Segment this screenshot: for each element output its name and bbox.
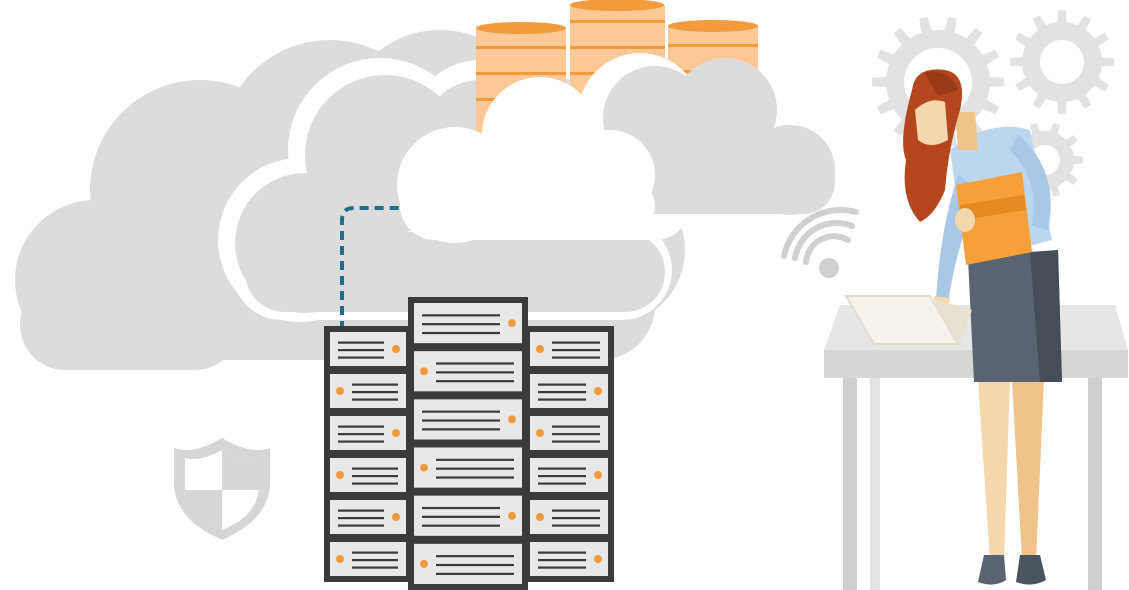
server-unit xyxy=(330,500,406,534)
status-led-icon xyxy=(392,513,400,521)
status-led-icon xyxy=(336,471,344,479)
server-unit xyxy=(530,458,608,492)
connector-line xyxy=(340,206,402,330)
server-unit xyxy=(414,543,522,584)
server-unit xyxy=(530,332,608,366)
status-led-icon xyxy=(336,555,344,563)
status-led-icon xyxy=(594,471,602,479)
server-rack-center xyxy=(408,297,528,590)
shield-icon xyxy=(174,438,270,540)
status-led-icon xyxy=(594,555,602,563)
status-led-icon xyxy=(536,345,544,353)
server-racks xyxy=(324,297,614,590)
server-unit xyxy=(414,399,522,440)
server-unit xyxy=(330,416,406,450)
server-unit xyxy=(330,542,406,576)
server-unit xyxy=(530,416,608,450)
status-led-icon xyxy=(508,319,516,328)
status-led-icon xyxy=(392,345,400,353)
server-unit xyxy=(330,332,406,366)
server-unit xyxy=(530,542,608,576)
status-led-icon xyxy=(336,387,344,395)
server-unit xyxy=(330,374,406,408)
status-led-icon xyxy=(420,463,428,472)
status-led-icon xyxy=(420,559,428,568)
server-unit xyxy=(414,447,522,488)
cloud-front xyxy=(397,53,842,243)
status-led-icon xyxy=(594,387,602,395)
status-led-icon xyxy=(420,367,428,376)
server-unit xyxy=(530,500,608,534)
server-unit xyxy=(414,495,522,536)
status-led-icon xyxy=(508,511,516,520)
woman-figure xyxy=(903,69,1062,585)
status-led-icon xyxy=(392,429,400,437)
server-unit xyxy=(330,458,406,492)
status-led-icon xyxy=(508,415,516,424)
gear-small-icon xyxy=(1010,10,1114,114)
wifi-icon xyxy=(781,207,859,278)
server-rack-right xyxy=(524,326,614,582)
laptop xyxy=(844,295,972,345)
folder-icon xyxy=(956,172,1032,265)
status-led-icon xyxy=(536,429,544,437)
status-led-icon xyxy=(536,513,544,521)
server-unit xyxy=(530,374,608,408)
server-unit xyxy=(414,303,522,344)
server-rack-left xyxy=(324,326,412,582)
server-unit xyxy=(414,351,522,392)
